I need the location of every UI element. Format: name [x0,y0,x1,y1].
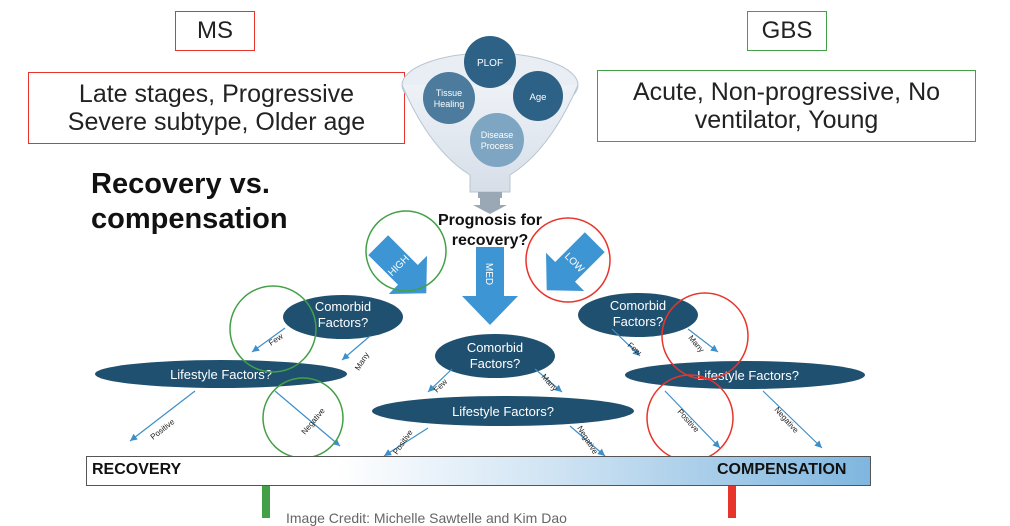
gbs-tag: GBS [747,11,827,51]
funnel-circle-disease [470,113,524,167]
bar-label-compensation: COMPENSATION [717,461,847,478]
page-heading: Recovery vs. compensation [91,168,288,235]
label-negative-right: Negative [773,405,801,435]
branch-lines [129,327,823,457]
label-many-left: Many [353,351,371,372]
arrow-med-label: MED [483,263,494,285]
funnel-label-age: Age [530,92,547,103]
gbs-description: Acute, Non-progressive, No ventilator, Y… [597,70,976,142]
label-negative-center: Negative [575,424,600,456]
lifestyle-node-left: Lifestyle Factors? [95,360,347,388]
ms-tag: MS [175,11,255,51]
funnel-circle-tissue [423,72,475,124]
lifestyle-node-right: Lifestyle Factors? [625,361,865,389]
comorbid-text-left: Comorbid Factors? [314,299,372,330]
prognosis-question: Prognosis for recovery? [437,212,542,249]
lifestyle-label-left: Lifestyle Factors? [170,367,272,382]
label-few-center: Few [432,377,449,394]
label-positive-right: Positive [676,407,702,434]
label-many-center: Many [540,372,560,393]
funnel-text-tissue: Tissue Healing [433,88,465,109]
lifestyle-label-center: Lifestyle Factors? [452,404,554,419]
image-credit: Image Credit: Michelle Sawtelle and Kim … [286,510,567,526]
label-positive-left: Positive [149,417,177,442]
highlight-circle-many [661,292,749,380]
lifestyle-node-center: Lifestyle Factors? [372,396,634,426]
highlight-circle-low [525,217,611,303]
funnel-text-disease: Disease Process [480,130,514,151]
label-many-right: Many [686,334,705,355]
lifestyle-label-right: Lifestyle Factors? [697,368,799,383]
compensation-marker [728,485,736,518]
comorbid-node-right [578,293,698,337]
comorbid-text-center: Comorbid Factors? [466,340,524,371]
funnel-circle-age: Age [513,71,563,121]
comorbid-node-center [435,334,555,378]
highlight-circle-negative [262,377,344,459]
funnel-label-plof: PLOF [477,58,503,69]
label-positive-center: Positive [391,428,415,457]
label-few-right: Few [626,341,644,358]
arrow-low: LOW [546,232,605,291]
recovery-compensation-bar [86,456,871,486]
ms-description: Late stages, Progressive Severe subtype,… [28,72,405,144]
arrow-high: HIGH [368,235,427,294]
funnel-circle-plof: PLOF [464,36,516,88]
arrow-med: MED [462,247,518,325]
label-few-left: Few [267,332,285,348]
bar-label-recovery: RECOVERY [92,461,182,478]
recovery-marker [262,485,270,518]
highlight-circle-high [365,210,447,292]
comorbid-text-right: Comorbid Factors? [609,298,667,329]
comorbid-node-left [283,295,403,339]
highlight-circle-few [229,285,317,373]
